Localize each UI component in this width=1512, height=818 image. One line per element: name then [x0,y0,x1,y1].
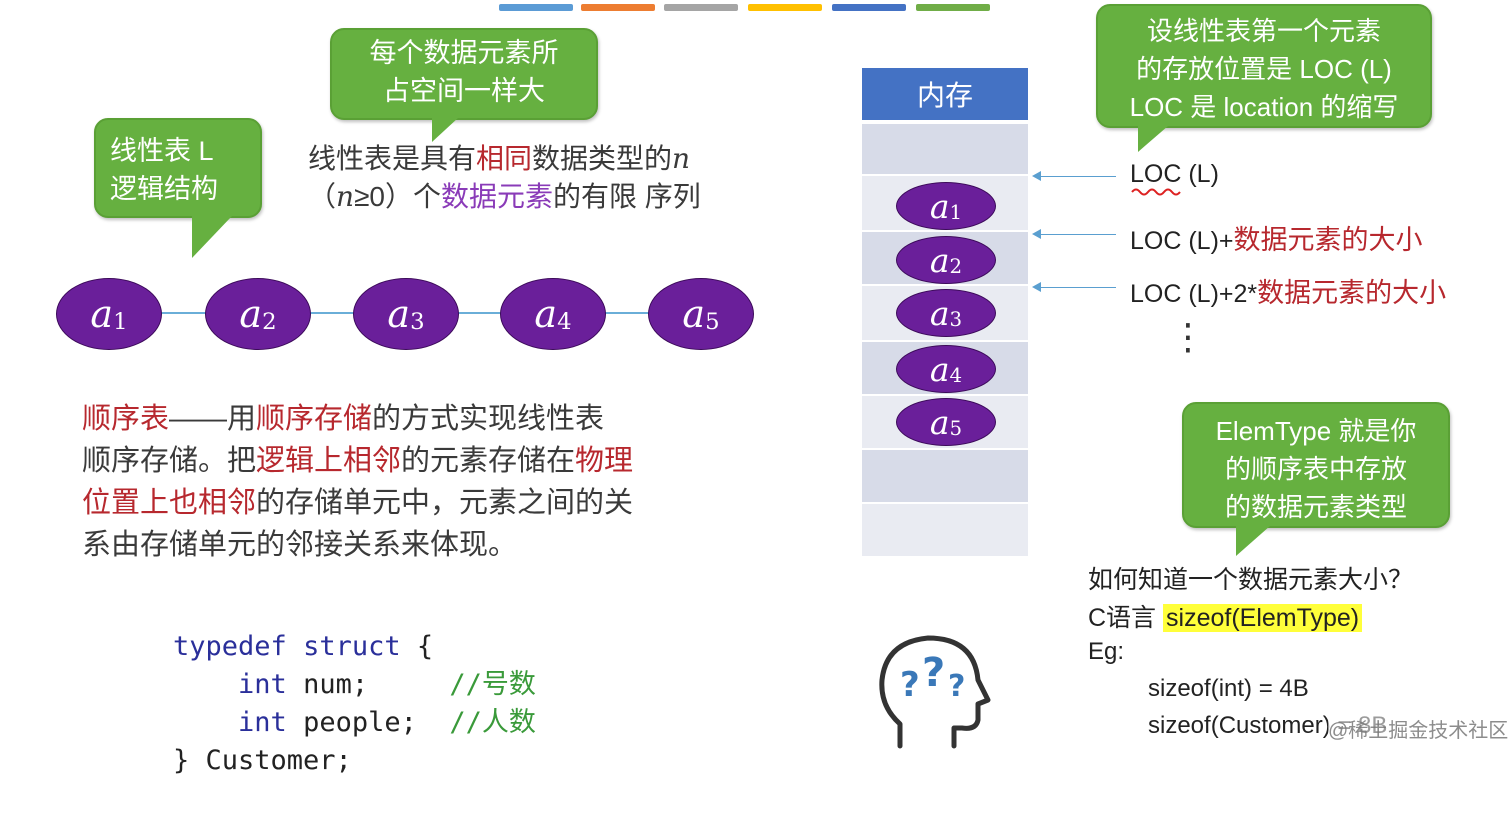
memory-header: 内存 [862,68,1028,120]
top-bar-5 [832,4,906,11]
bubble-tail [1138,126,1168,152]
top-bar-2 [581,4,655,11]
loc-continuation-dots: ⋮ [1170,316,1206,357]
int-size: sizeof(int) = 4B [1148,675,1309,702]
memory-cell [862,124,1028,174]
top-bar-6 [916,4,990,11]
watermark: @稀土掘金技术社区 [1328,714,1509,743]
loc-bubble-line-1: 设线性表第一个元素 [1146,16,1381,46]
top-bar-4 [748,4,822,11]
eg-label: Eg: [1088,638,1125,665]
loc-label-1: LOC (L)+数据元素的大小 [1130,225,1423,255]
sequential-list-description: 顺序表——用顺序存储的方式实现线性表 顺序存储。把逻辑上相邻的元素存储在物理 位… [82,403,634,561]
svg-text:?: ? [948,669,965,704]
thinking-head-icon: ? ? ? [879,635,991,749]
arrow-head [1032,229,1041,239]
arrow-head [1032,171,1041,181]
loc-label-2: LOC (L)+2*数据元素的大小 [1130,278,1447,308]
top-bar-3 [664,4,738,11]
elemtype-line-2: 的顺序表中存放 [1224,454,1407,484]
linear-list-definition: 线性表是具有相同数据类型的n （n≥0）个数据元素的有限 序列 [308,142,701,213]
struct-code-block: typedef struct { int num; //号数 int peopl… [173,631,536,776]
loc-bubble-line-2: 的存放位置是 LOC (L) [1136,54,1392,84]
squiggle-underline-icon [1131,188,1181,196]
c-language-line: C语言 sizeof(ElemType) [1088,598,1363,634]
element-size-line-2: 占空间一样大 [383,76,545,106]
memory-cell [862,504,1028,556]
arrow-head [1032,282,1041,292]
elemtype-line-3: 的数据元素类型 [1224,492,1407,522]
bubble-tail [1236,526,1270,556]
arrow-line [1040,234,1116,235]
element-size-bubble: 每个数据元素所 占空间一样大 [330,28,598,142]
size-question: 如何知道一个数据元素大小？ [1088,566,1414,594]
arrow-line [1040,176,1116,177]
bubble-tail [432,118,458,142]
bubble-tail [192,216,232,258]
top-bar-1 [499,4,573,11]
loc-label-0: LOC (L) [1130,160,1219,196]
loc-bubble: 设线性表第一个元素 的存放位置是 LOC (L) LOC 是 location … [1096,4,1432,152]
arrow-line [1040,287,1116,288]
svg-text:?: ? [922,650,945,696]
logic-structure-bubble: 线性表 L 逻辑结构 [94,118,262,258]
logic-line-1: 线性表 L [110,136,214,166]
logic-line-2: 逻辑结构 [110,174,218,204]
svg-text:?: ? [900,665,920,705]
memory-cell [862,450,1028,502]
elemtype-bubble: ElemType 就是你 的顺序表中存放 的数据元素类型 [1182,402,1450,556]
loc-bubble-line-3: LOC 是 location 的缩写 [1129,92,1399,122]
elemtype-line-1: ElemType 就是你 [1215,416,1417,446]
element-size-line-1: 每个数据元素所 [369,38,559,68]
sizeof-highlight: sizeof(ElemType) [1163,604,1363,632]
